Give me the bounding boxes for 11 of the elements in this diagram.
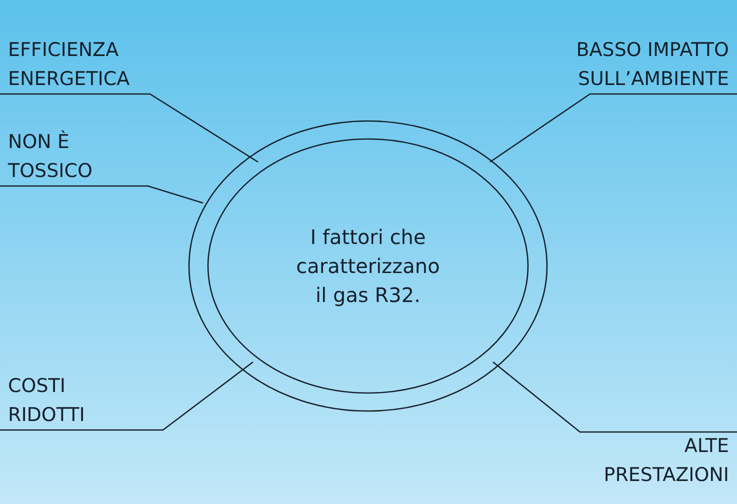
factor-label: EFFICIENZA ENERGETICA [8,39,130,90]
leader-line [0,361,254,431]
leader-line [0,185,204,204]
leader-line [490,93,737,163]
center-text: I fattori che caratterizzano il gas R32. [295,224,441,308]
factor-label: COSTI RIDOTTI [8,375,85,426]
factor-label: ALTE PRESTAZIONI [604,435,729,486]
factor-label: BASSO IMPATTO SULL’AMBIENTE [576,39,729,90]
factor-label: NON È TOSSICO [8,131,93,182]
leader-line [0,93,258,163]
leader-line [492,362,737,433]
